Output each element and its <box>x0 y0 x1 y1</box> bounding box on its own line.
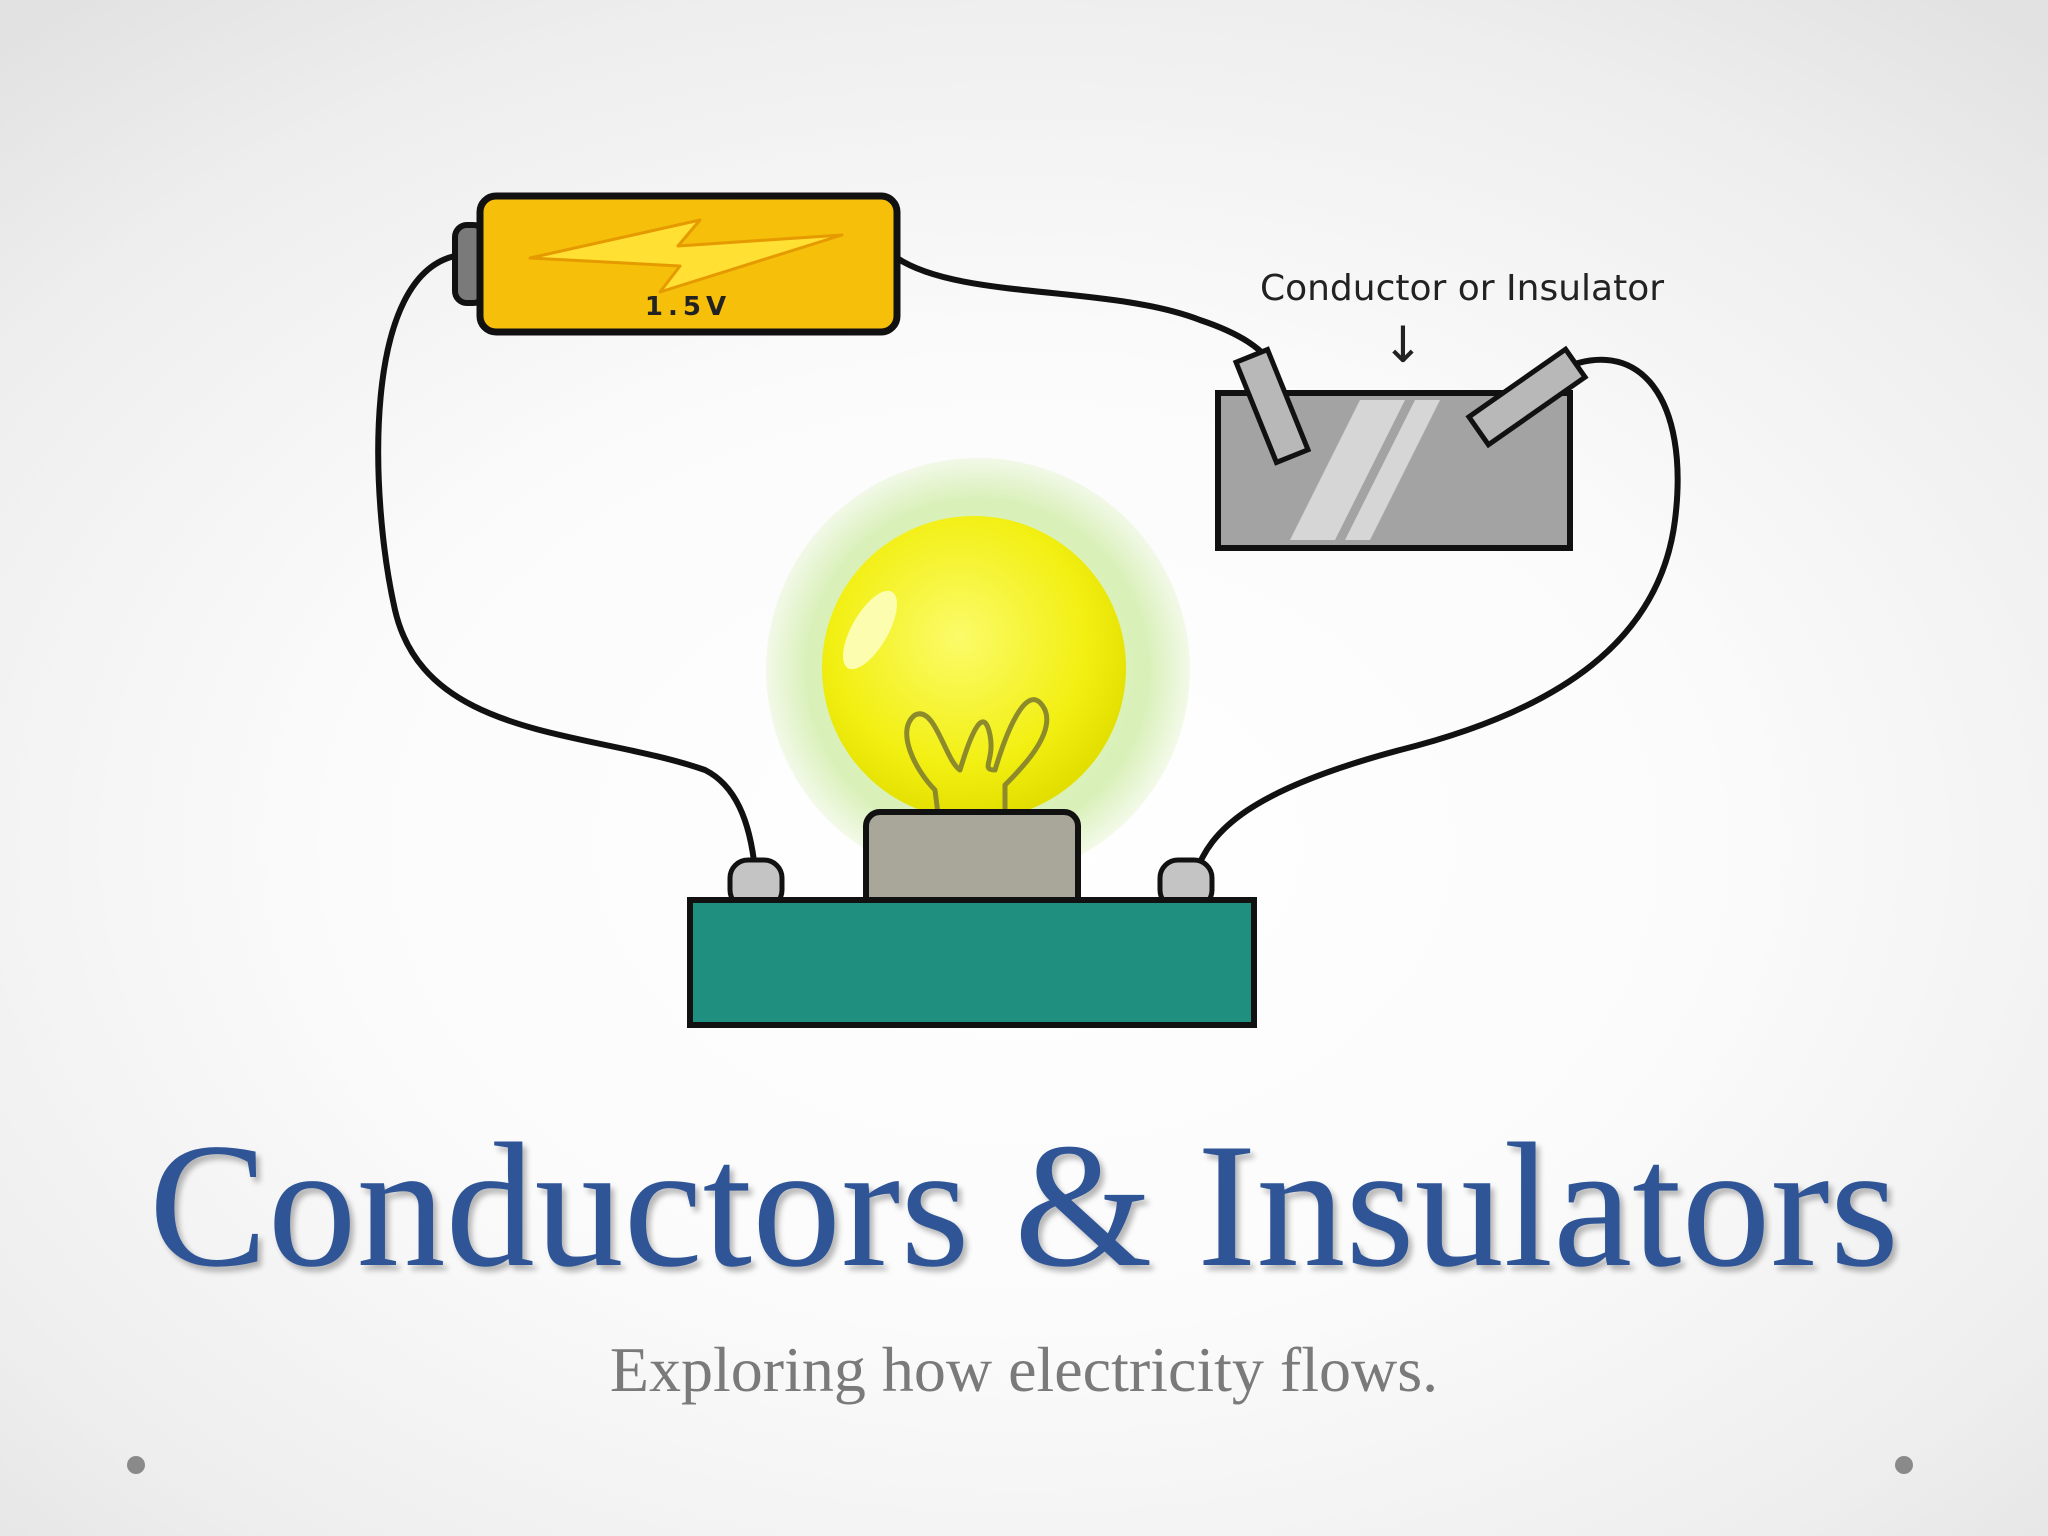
battery: 1.5V <box>452 192 901 336</box>
clip-right <box>1465 345 1589 449</box>
bulb-glass <box>822 516 1126 820</box>
bulb-base <box>687 857 1257 1028</box>
battery-label: 1.5V <box>645 292 731 322</box>
clip-left <box>1232 346 1312 466</box>
test-sample <box>1215 345 1589 551</box>
sample-shine-2 <box>1345 400 1440 540</box>
wire-battery-right <box>894 255 1273 363</box>
base-block <box>687 897 1257 1028</box>
lightning-bolt-icon <box>528 218 844 294</box>
slide-subtitle: Exploring how electricity flows. <box>609 1334 1439 1405</box>
slide-title: Conductors & Insulators <box>148 1106 1900 1304</box>
corner-dot-right <box>1895 1456 1913 1474</box>
light-bulb <box>766 458 1190 915</box>
wire-sample-right <box>1192 356 1681 878</box>
sample-label: Conductor or Insulator <box>1260 268 1664 309</box>
circuit-diagram: 1.5V Conductor or Insulator ↓ <box>375 192 1681 1028</box>
wire-battery-left <box>375 252 758 873</box>
sample-shine-1 <box>1290 400 1405 540</box>
corner-dot-left <box>127 1456 145 1474</box>
bulb-filament <box>904 697 1050 833</box>
bulb-highlight <box>843 590 897 670</box>
arrow-down-icon: ↓ <box>1382 316 1424 374</box>
